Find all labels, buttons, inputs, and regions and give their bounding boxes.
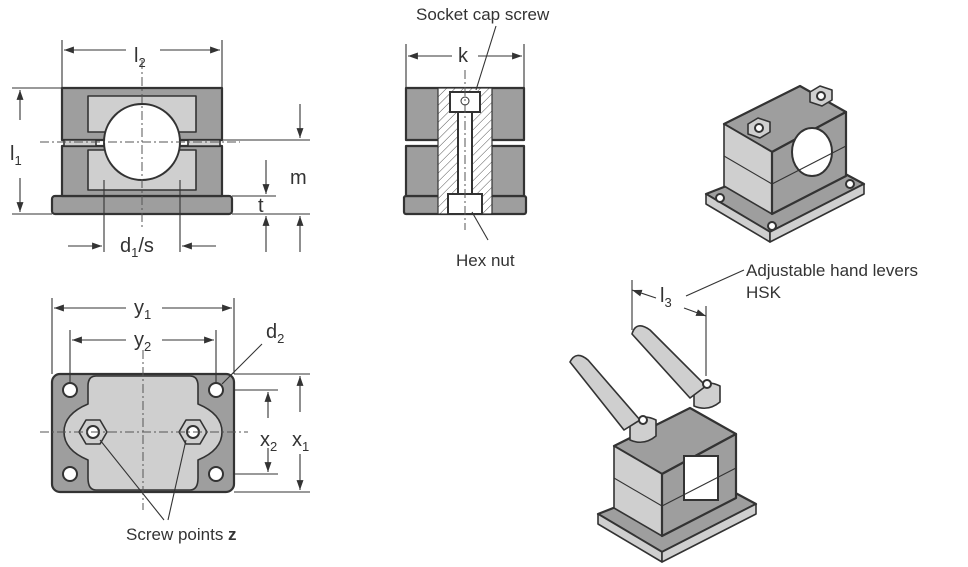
dim-y1: y1: [134, 297, 151, 322]
dim-x1: x1: [292, 429, 309, 454]
callout-socket-cap-screw: Socket cap screw: [416, 5, 550, 24]
dim-d1s: d1/s: [120, 235, 154, 260]
dim-y2: y2: [134, 329, 151, 354]
callout-screw-points: Screw points z: [126, 525, 237, 544]
isometric-clamp-with-levers: [569, 269, 758, 563]
dim-k: k: [458, 45, 469, 67]
callout-hex-nut: Hex nut: [456, 251, 515, 270]
callout-hand-levers: Adjustable hand levers: [746, 261, 918, 280]
dim-l3: l3: [660, 285, 672, 310]
dim-x2: x2: [260, 429, 277, 454]
dim-l1: l1: [10, 143, 22, 168]
section-view: [402, 25, 528, 241]
front-view: [12, 40, 310, 252]
top-view: [40, 298, 310, 521]
callout-hsk: HSK: [746, 283, 782, 302]
isometric-clamp: [704, 84, 866, 243]
dim-l2: l2: [134, 45, 146, 70]
dim-t: t: [258, 195, 264, 217]
dim-d2: d2: [266, 321, 284, 346]
dim-m: m: [290, 167, 307, 189]
